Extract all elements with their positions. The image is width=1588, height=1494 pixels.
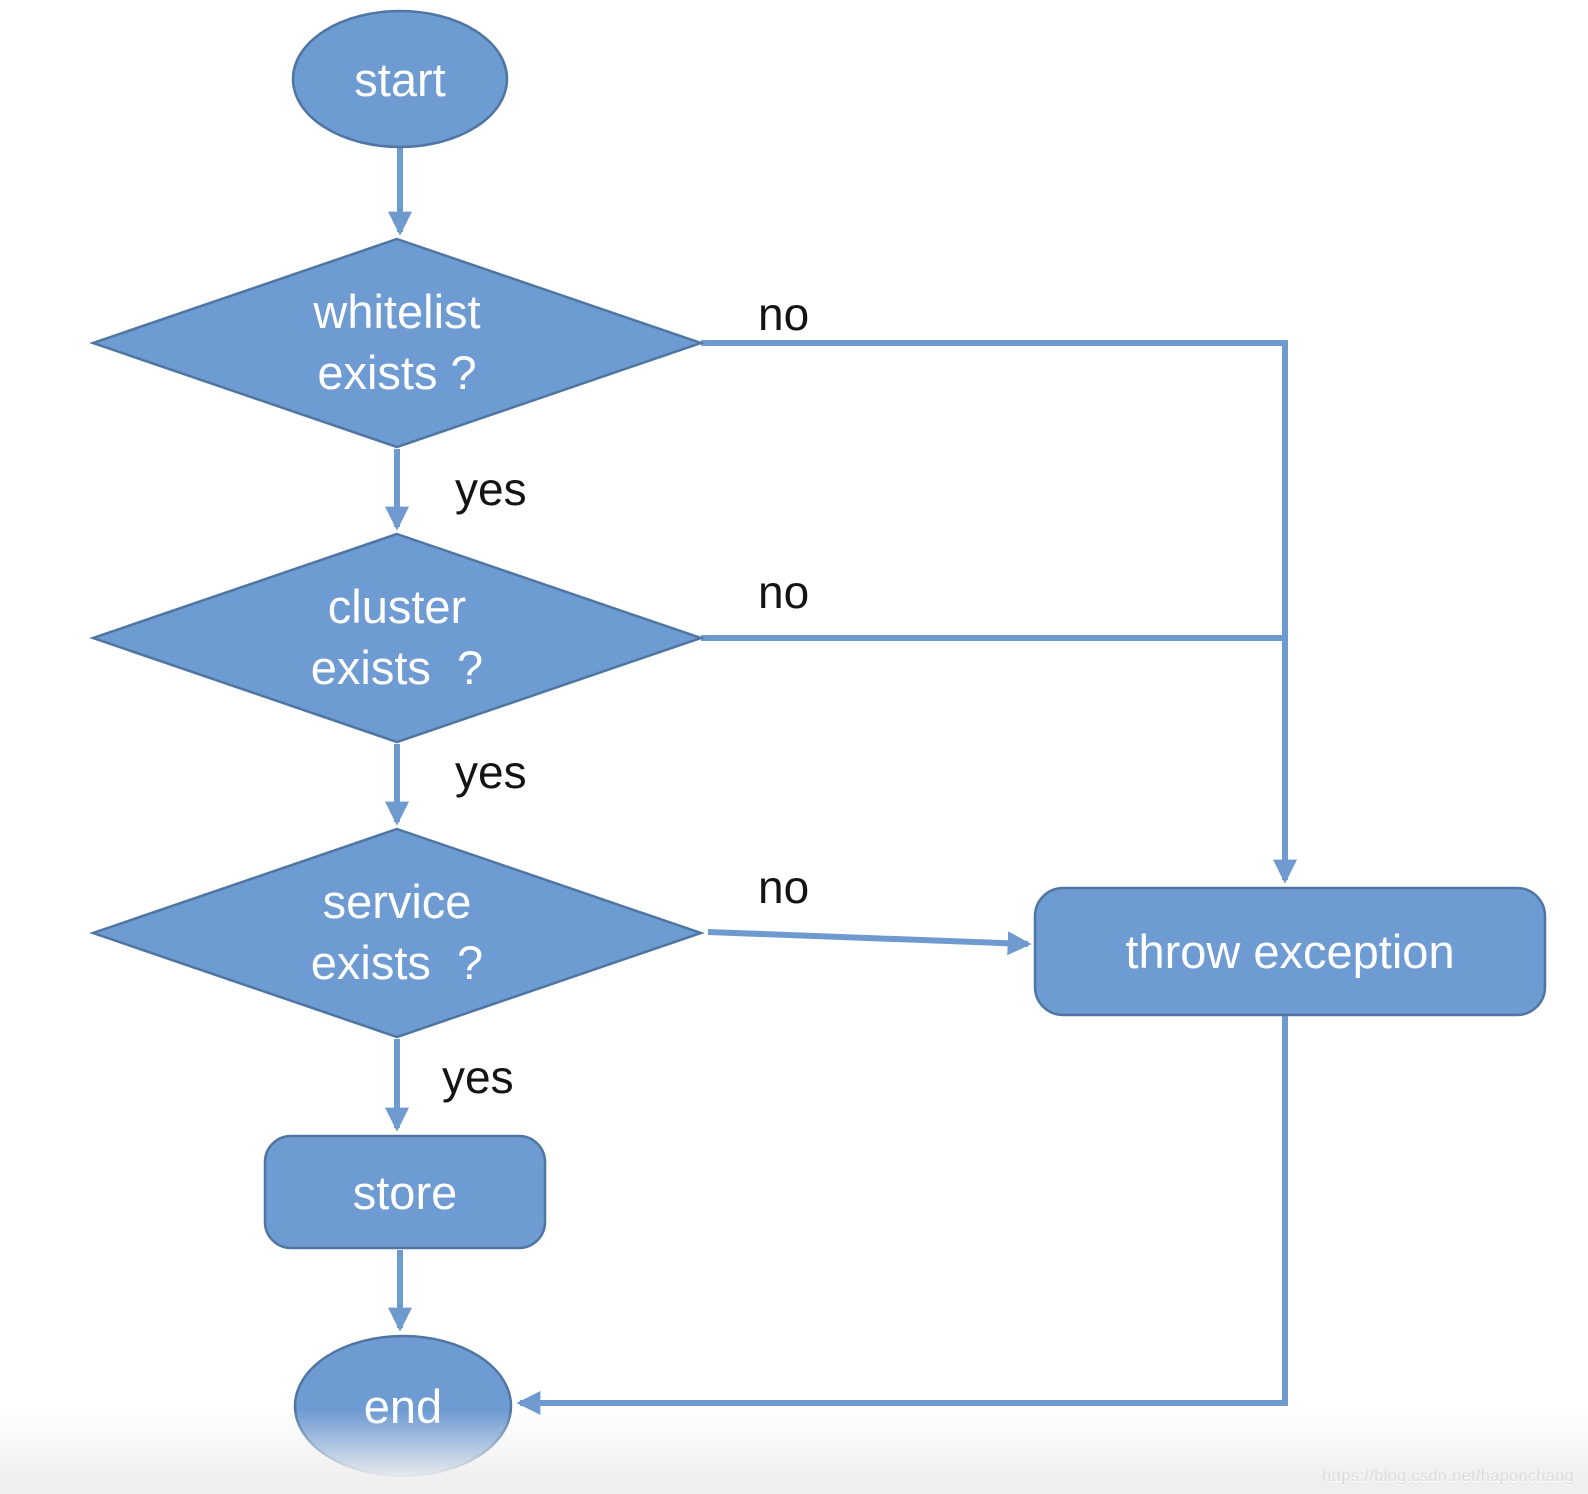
node-whitelist-label-line2: exists ? xyxy=(317,346,476,399)
node-store-label: store xyxy=(353,1166,458,1219)
label-whitelist-no: no xyxy=(758,288,809,340)
label-service-yes: yes xyxy=(442,1051,514,1103)
node-cluster-decision xyxy=(89,532,705,744)
watermark-url: https://blog.csdn.net/haponchang xyxy=(1322,1468,1574,1485)
node-cluster-label-line1: cluster xyxy=(328,580,466,633)
node-throw-exception xyxy=(1033,886,1547,1017)
node-service-label-line1: service xyxy=(323,875,472,928)
node-start-label: start xyxy=(354,53,445,106)
node-start xyxy=(291,9,509,149)
node-store xyxy=(263,1134,547,1250)
node-whitelist-label-line1: whitelist xyxy=(312,285,480,338)
footer-gradient-band xyxy=(0,1410,1588,1494)
node-service-label-line2: exists ? xyxy=(311,936,483,989)
edge-service-no xyxy=(707,929,1032,956)
node-cluster-label-line2: exists ? xyxy=(311,641,483,694)
node-throw-exception-label: throw exception xyxy=(1125,925,1454,978)
label-whitelist-yes: yes xyxy=(455,463,527,515)
node-service-decision xyxy=(89,827,705,1039)
edge-throw-to-end xyxy=(516,1016,1288,1415)
label-cluster-no: no xyxy=(758,566,809,618)
label-cluster-yes: yes xyxy=(455,746,527,798)
node-whitelist-decision xyxy=(89,237,705,449)
label-service-no: no xyxy=(758,861,809,913)
edge-whitelist-no xyxy=(701,340,1297,884)
